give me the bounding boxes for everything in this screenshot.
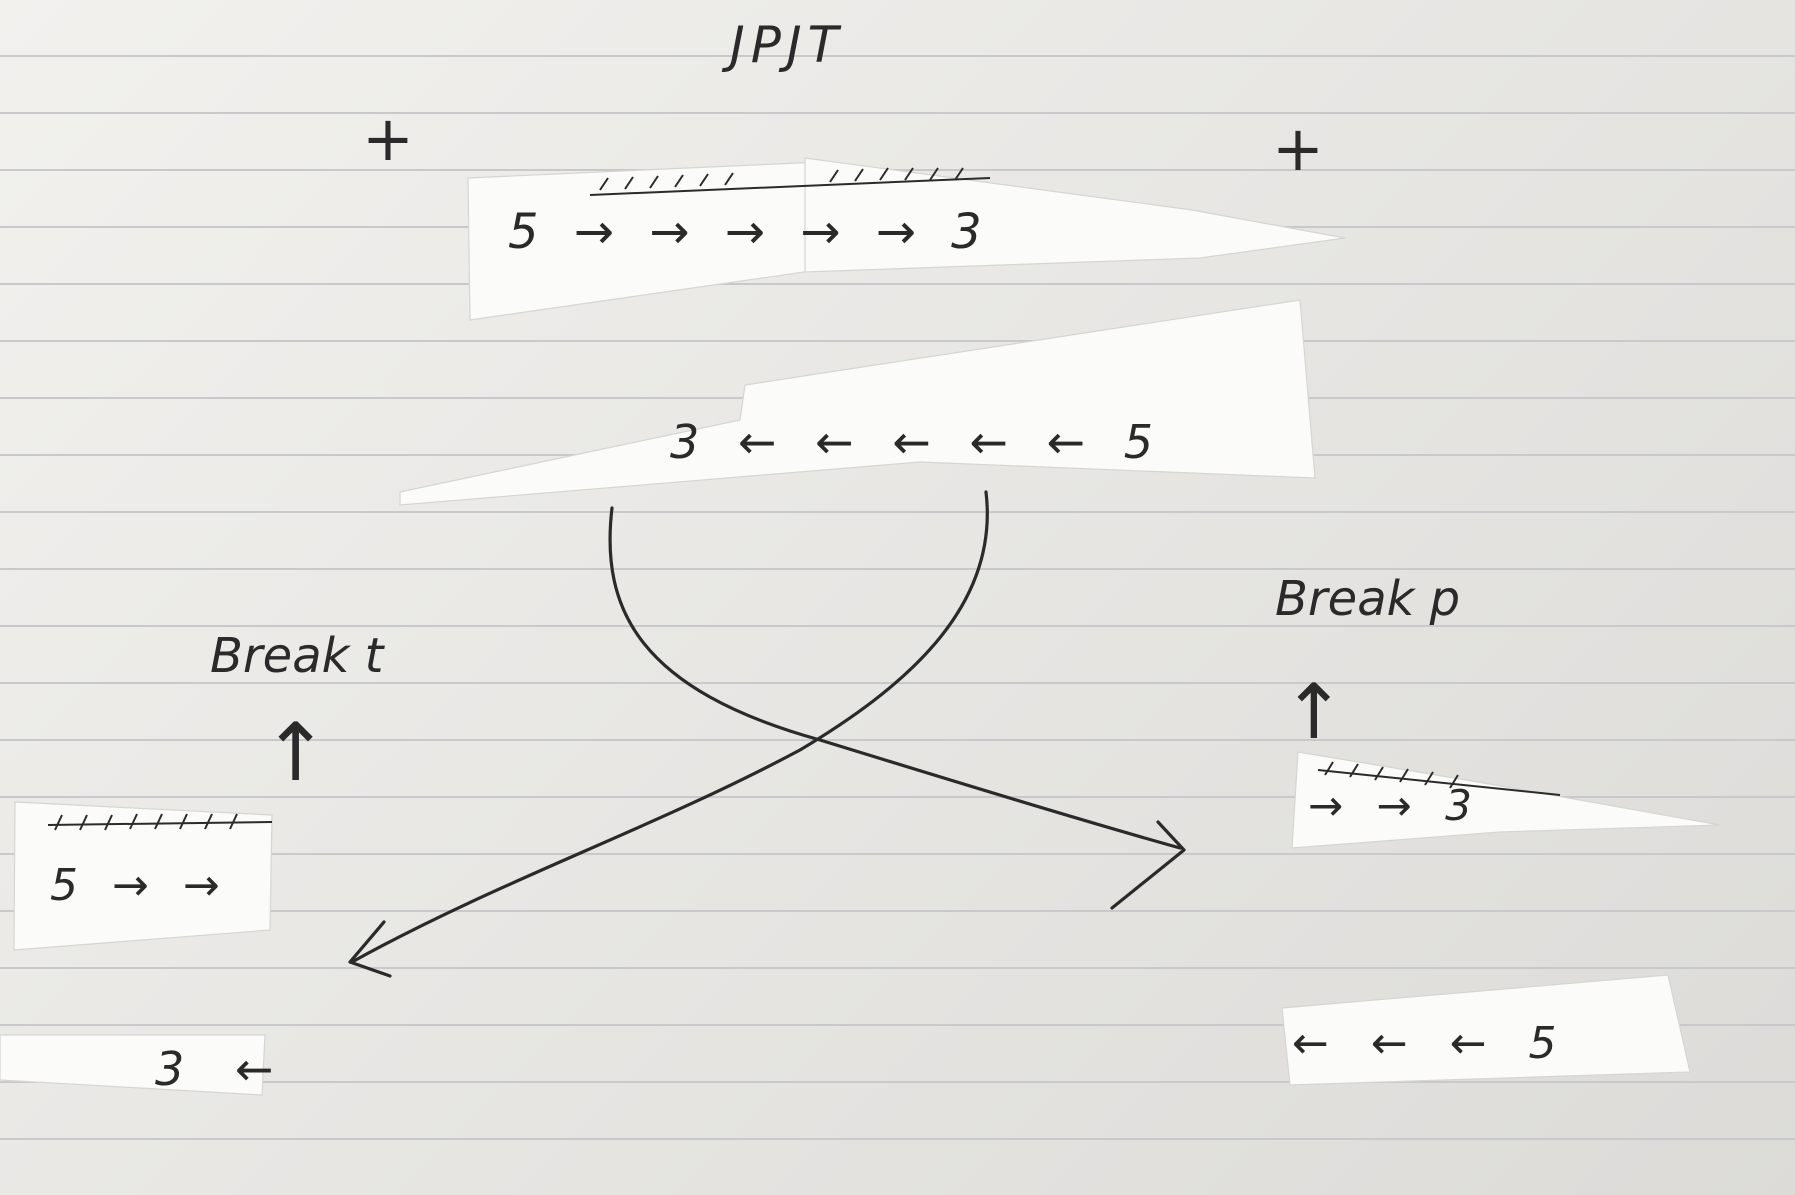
right-backward-sequence: ← ← ← 5 <box>1292 1018 1571 1069</box>
left-backward-piece: 3 ← <box>0 1034 291 1096</box>
right-forward-piece: → → 3 <box>1291 751 1721 849</box>
left-plus-mark: + <box>362 102 414 175</box>
right-forward-hatching <box>1317 761 1561 796</box>
left-forward-piece: 5 → → <box>13 801 273 951</box>
left-backward-sequence: 3 ← <box>155 1042 291 1096</box>
top-forward-strip: 5 → → → → → 3 <box>467 157 1346 321</box>
top-backward-strip: 3 ← ← ← ← ← 5 <box>399 299 1316 506</box>
crossing-arrows <box>348 490 1186 978</box>
top-backward-sequence: 3 ← ← ← ← ← 5 <box>670 415 1165 469</box>
top-forward-hatching <box>589 167 991 196</box>
diagram-title: JPJT <box>721 16 844 74</box>
left-forward-hatching <box>47 813 273 831</box>
right-plus-mark: + <box>1272 112 1324 185</box>
right-forward-sequence: → → 3 <box>1308 781 1482 830</box>
right-up-arrow: ↑ <box>1282 667 1346 756</box>
right-break-label: Break p <box>1275 571 1460 627</box>
left-forward-sequence: 5 → → <box>50 860 230 911</box>
top-forward-sequence: 5 → → → → → 3 <box>508 204 992 260</box>
left-break-label: Break t <box>210 628 386 684</box>
right-backward-piece: ← ← ← 5 <box>1281 974 1691 1086</box>
left-up-arrow: ↑ <box>262 706 329 799</box>
